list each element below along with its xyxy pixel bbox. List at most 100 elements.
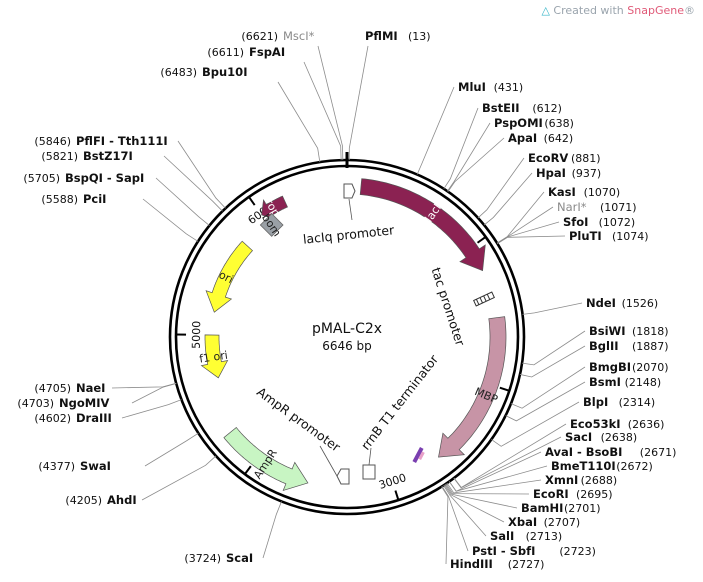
tick-label-5000: 5000: [190, 321, 203, 349]
site-name-fspai: FspAI: [249, 45, 285, 59]
site-position-pflfi-tth111i: (5846): [34, 135, 71, 148]
tick-mark-6000: [249, 197, 255, 205]
site-position-apai: (642): [544, 132, 574, 145]
site-position-ndei: (1526): [622, 297, 659, 310]
watermark-prefix: Created with: [553, 4, 627, 17]
site-position-bsmi: (2148): [625, 376, 662, 389]
site-position-ngomiv: (4703): [17, 397, 54, 410]
site-name-bsmi: BsmI: [589, 375, 621, 389]
snapgene-logo-icon: △: [541, 4, 549, 17]
site-position-msci: (6621): [241, 30, 278, 43]
site-position-pluti: (1074): [612, 230, 649, 243]
site-position-naei: (4705): [34, 382, 71, 395]
lacIq-promoter-marker: [344, 184, 355, 198]
leader-mlui: [417, 87, 454, 174]
rrnb-terminator-label: rrnB T1 terminator: [358, 351, 442, 453]
site-name-bpu10i: Bpu10I: [202, 65, 247, 79]
leader-bmgbi: [511, 367, 585, 408]
snapgene-watermark: △ Created with SnapGene®: [541, 4, 695, 17]
site-position-pcii: (5588): [41, 193, 78, 206]
ampr-promoter-marker: [337, 469, 349, 484]
site-position-hpai: (937): [572, 167, 602, 180]
site-position-nari: (1071): [600, 201, 637, 214]
site-position-pspomi: (638): [544, 117, 574, 130]
site-position-bpu10i: (6483): [160, 66, 197, 79]
leader-scai: [263, 501, 281, 558]
site-position-eco53ki: (2636): [628, 418, 665, 431]
site-name-scai: ScaI: [226, 551, 253, 565]
site-position-fspai: (6611): [207, 46, 244, 59]
leader-sfoi: [497, 222, 559, 243]
site-name-xbai: XbaI: [508, 515, 537, 529]
site-name-apai: ApaI: [508, 131, 537, 145]
leader-fspai: [304, 62, 341, 160]
site-name-bglii: BglII: [589, 339, 619, 353]
site-position-sfoi: (1072): [599, 216, 636, 229]
site-name-bspqi-sapi: BspQI - SapI: [65, 171, 144, 185]
site-position-ecori: (2695): [576, 488, 613, 501]
leader-psti-sbfi: [442, 486, 468, 551]
site-position-bspqi-sapi: (5705): [23, 172, 60, 185]
tac-promoter-label: tac promoter: [429, 266, 469, 349]
site-name-bmet110i: BmeT110I: [551, 459, 616, 473]
site-name-nari: NarI*: [557, 200, 587, 214]
site-position-draiii: (4602): [34, 412, 71, 425]
tick-mark-1000: [478, 237, 486, 243]
site-position-bsteii: (612): [532, 102, 562, 115]
site-position-bstz17i: (5821): [41, 150, 78, 163]
leader-ahdi: [142, 456, 216, 500]
mcs-marker: [412, 447, 426, 464]
site-name-avai-bsobi: AvaI - BsoBI: [545, 445, 622, 459]
site-name-saci: SacI: [565, 430, 592, 444]
site-name-ahdi: AhdI: [107, 493, 137, 507]
feature-labels: lacIq promoter tac promoter rrnB T1 term…: [254, 222, 468, 455]
site-name-msci: MscI*: [283, 29, 315, 43]
site-name-sfoi: SfoI: [563, 215, 588, 229]
site-name-pflfi-tth111i: PflFI - Tth111I: [76, 134, 168, 148]
site-position-ecorv: (881): [571, 152, 601, 165]
site-name-ecorv: EcoRV: [528, 151, 568, 165]
site-position-bsiwi: (1818): [632, 325, 669, 338]
tick-label-3000: 3000: [377, 471, 408, 492]
site-name-ndei: NdeI: [586, 296, 616, 310]
site-name-bsteii: BstEII: [482, 101, 520, 115]
site-position-kasi: (1070): [584, 186, 621, 199]
site-position-psti-sbfi: (2723): [559, 545, 596, 558]
site-name-swai: SwaI: [80, 459, 111, 473]
tick-mark-3000: [395, 491, 398, 501]
leader-pspomi: [447, 123, 490, 191]
leader-swai: [145, 433, 198, 466]
leader-bglii: [520, 346, 585, 377]
leader-ndei: [523, 303, 582, 314]
site-position-mlui: (431): [494, 81, 524, 94]
tac-promoter-marker: [474, 292, 495, 306]
leader-xmni: [447, 480, 541, 493]
leader-naei: [112, 383, 176, 388]
site-position-blpi: (2314): [619, 396, 656, 409]
leader-pluti: [497, 236, 565, 244]
leader-pcii: [143, 199, 198, 241]
site-position-pflmi: (13): [408, 30, 431, 43]
site-name-hpai: HpaI: [536, 166, 566, 180]
site-name-blpi: BlpI: [583, 395, 608, 409]
plasmid-name: pMAL-C2x: [312, 321, 382, 337]
site-name-kasi: KasI: [548, 185, 576, 199]
tick-mark-4000: [245, 466, 251, 474]
site-name-bstz17i: BstZ17I: [83, 149, 133, 163]
leader-bspqi-sapi: [156, 178, 209, 226]
lacIq-promoter-pointer: [349, 199, 352, 220]
feature-mbp: [439, 317, 507, 457]
site-name-pspomi: PspOMI: [494, 116, 543, 130]
site-name-eco53ki: Eco53kI: [570, 417, 621, 431]
site-position-scai: (3724): [184, 552, 221, 565]
site-position-swai: (4377): [38, 460, 75, 473]
site-name-ecori: EcoRI: [533, 487, 569, 501]
site-name-naei: NaeI: [76, 381, 105, 395]
site-name-pcii: PciI: [83, 192, 106, 206]
leader-draiii: [122, 400, 181, 418]
site-name-bsiwi: BsiWI: [589, 324, 626, 338]
site-position-ahdi: (4205): [65, 494, 102, 507]
watermark-suffix: ®: [684, 4, 695, 17]
site-name-mlui: MluI: [458, 80, 486, 94]
